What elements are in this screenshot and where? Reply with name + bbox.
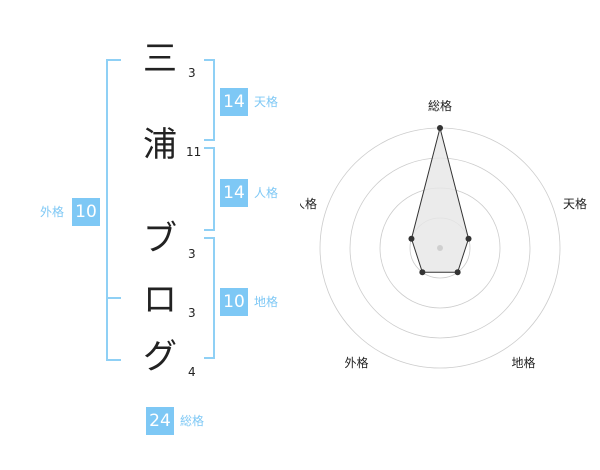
radar-point-3: [454, 269, 461, 276]
tenkaku-label: 天格: [254, 95, 279, 109]
jinkaku-bracket: [204, 147, 215, 231]
radar-point-1: [437, 125, 443, 131]
jinkaku-label: 人格: [254, 186, 279, 200]
name-char-5: グ: [143, 337, 177, 377]
tenkaku-value: 14: [220, 88, 248, 116]
gaikaku-bracket: [106, 59, 121, 361]
radar-area: [410, 127, 470, 273]
gaikaku-value: 10: [72, 198, 100, 226]
jinkaku-value: 14: [220, 179, 248, 207]
chikaku-bracket: [204, 237, 215, 359]
stroke-count-1: 3: [188, 66, 196, 80]
stroke-count-4: 3: [188, 306, 196, 320]
tenkaku-bracket: [204, 59, 215, 141]
name-char-1: 三: [143, 39, 177, 79]
radar-axis-label-3: 地格: [511, 355, 535, 370]
gaikaku-label: 外格: [40, 205, 65, 219]
soukaku-label: 総格: [180, 414, 205, 428]
radar-center: [437, 245, 443, 251]
stroke-count-3: 3: [188, 247, 196, 261]
radar-point-2: [465, 235, 472, 242]
radar-axis-label-1: 総格: [428, 100, 452, 113]
radar-axis-label-5: 人格: [300, 196, 317, 211]
radar-axis-label-4: 外格: [345, 355, 369, 370]
soukaku-value: 24: [146, 407, 174, 435]
radar-point-4: [419, 269, 426, 276]
stroke-count-5: 4: [188, 365, 196, 379]
bracket-lines: [106, 59, 215, 361]
name-char-3: ブ: [143, 219, 177, 259]
chikaku-label: 地格: [254, 295, 279, 309]
name-char-2: 浦: [143, 125, 177, 165]
stroke-count-2: 11: [186, 145, 202, 159]
chikaku-value: 10: [220, 288, 248, 316]
radar-point-5: [408, 235, 415, 242]
radar-axis-label-2: 天格: [563, 196, 587, 211]
name-char-4: ロ: [143, 280, 177, 320]
